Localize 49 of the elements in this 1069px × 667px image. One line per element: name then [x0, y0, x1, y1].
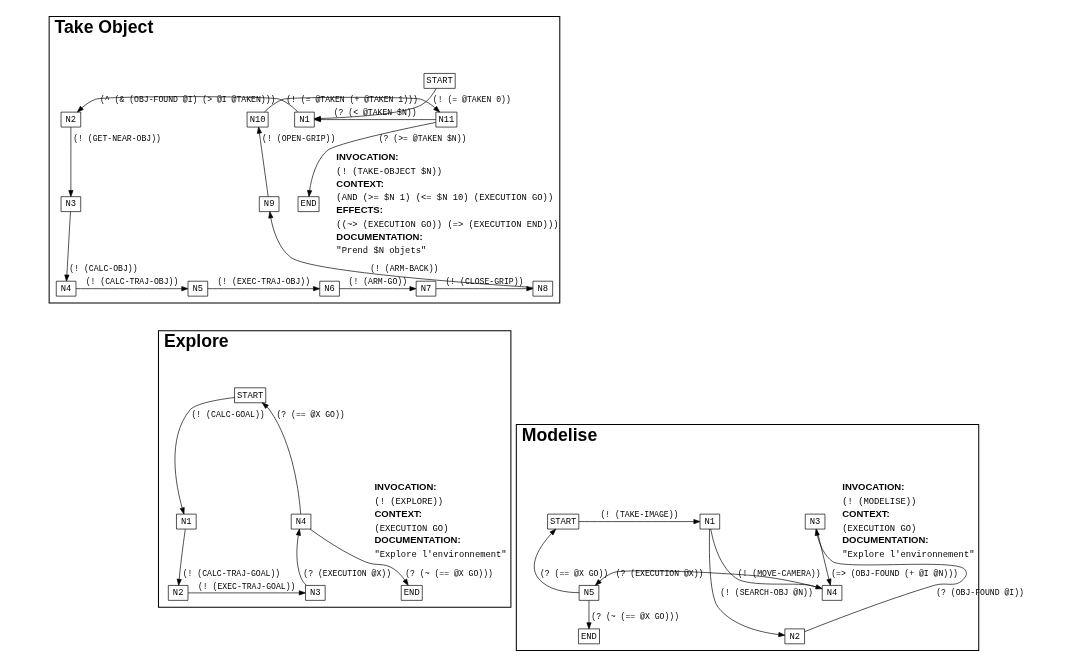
- arrow: [578, 519, 700, 525]
- arrow: [174, 397, 235, 515]
- arrow: [815, 528, 831, 586]
- node-box: N2: [60, 111, 81, 128]
- arrow: [206, 286, 320, 292]
- node-box: N9: [258, 196, 279, 212]
- node-box: N4: [821, 585, 842, 601]
- arrow: [533, 528, 579, 593]
- node-box: N11: [435, 111, 457, 128]
- node-box: END: [400, 585, 423, 601]
- node-box: N5: [187, 280, 208, 297]
- arrow: [586, 600, 591, 630]
- node-box: N1: [699, 513, 720, 530]
- arrow: [267, 211, 533, 288]
- arrow: [435, 286, 533, 292]
- node-box: N3: [60, 196, 81, 212]
- node-box: N1: [293, 111, 315, 128]
- arrow: [67, 126, 73, 197]
- arrow: [261, 402, 301, 515]
- arrow: [76, 96, 298, 113]
- node-box: START: [423, 73, 456, 89]
- arrow: [75, 286, 188, 292]
- node-box: END: [297, 196, 319, 212]
- node-box: N10: [246, 111, 268, 128]
- arrow: [708, 528, 785, 638]
- node-box: END: [577, 628, 600, 645]
- node-box: START: [233, 387, 266, 404]
- arrow: [263, 97, 440, 113]
- node-box: N4: [290, 513, 311, 530]
- node-box: N6: [318, 280, 340, 297]
- arrow: [256, 126, 269, 197]
- node-box: N3: [804, 513, 825, 530]
- arrow: [63, 211, 71, 282]
- node-box: N3: [304, 585, 325, 601]
- node-box: N4: [55, 280, 76, 297]
- arrow: [803, 528, 967, 632]
- arrow: [338, 286, 416, 292]
- node-box: N1: [175, 513, 196, 530]
- node-box: N2: [784, 628, 805, 645]
- node-box: N8: [532, 280, 553, 297]
- node-box: N5: [578, 585, 599, 601]
- node-box: N2: [167, 585, 188, 601]
- arrow: [306, 122, 436, 197]
- arrow: [309, 528, 408, 586]
- arrow: [176, 528, 186, 586]
- arrow: [187, 590, 306, 596]
- node-box: N7: [415, 280, 436, 297]
- arrow: [295, 528, 307, 586]
- node-box: START: [546, 513, 579, 530]
